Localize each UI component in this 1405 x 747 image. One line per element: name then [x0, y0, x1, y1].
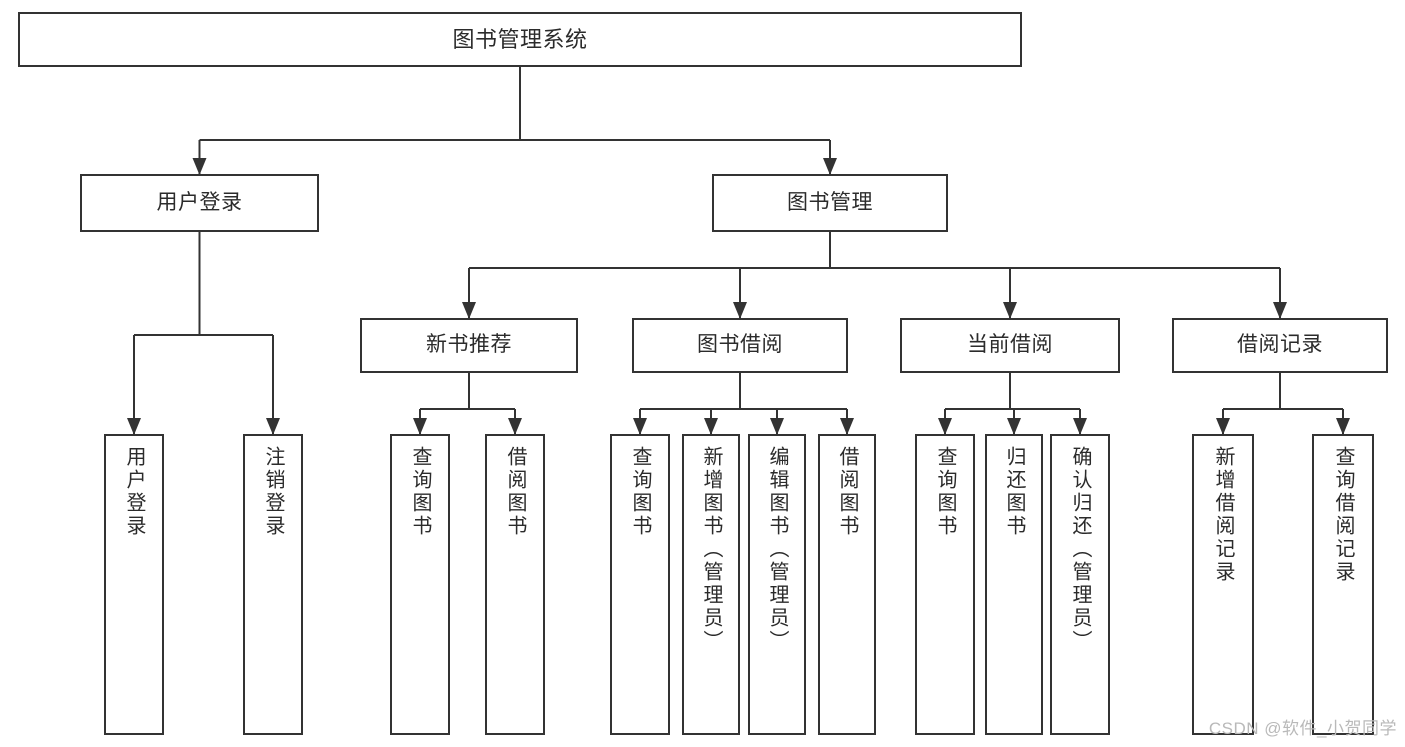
node-l3-c3[interactable]: 编辑图书（管理员）: [748, 434, 806, 735]
node-label: 借阅图书: [504, 446, 526, 538]
node-l3-e1[interactable]: 新增借阅记录: [1192, 434, 1254, 735]
node-label: 新书推荐: [426, 333, 512, 357]
node-label: 当前借阅: [967, 333, 1053, 357]
node-label: 借阅记录: [1237, 333, 1323, 357]
node-label: 确认归还（管理员）: [1069, 446, 1091, 653]
node-label: 图书借阅: [697, 333, 783, 357]
node-label: 新增借阅记录: [1212, 446, 1234, 584]
node-l3-c2[interactable]: 新增图书（管理员）: [682, 434, 740, 735]
node-label: 图书管理: [787, 190, 873, 214]
arrowhead-icon: [462, 302, 476, 319]
arrowhead-icon: [770, 418, 784, 435]
arrowhead-icon: [1073, 418, 1087, 435]
arrowhead-icon: [1216, 418, 1230, 435]
node-l3-e2[interactable]: 查询借阅记录: [1312, 434, 1374, 735]
arrowhead-icon: [633, 418, 647, 435]
node-l3-d1[interactable]: 查询图书: [915, 434, 975, 735]
arrowhead-icon: [192, 158, 207, 175]
arrowhead-icon: [508, 418, 522, 435]
node-l3-a2[interactable]: 注销登录: [243, 434, 303, 735]
node-label: 查询图书: [409, 446, 431, 538]
arrowhead-icon: [127, 418, 141, 435]
node-l3-b1[interactable]: 查询图书: [390, 434, 450, 735]
arrowhead-icon: [733, 302, 747, 319]
node-label: 借阅图书: [836, 446, 858, 538]
arrowhead-icon: [823, 158, 837, 175]
node-label: 图书管理系统: [452, 26, 588, 52]
node-l2-current[interactable]: 当前借阅: [900, 318, 1120, 373]
node-l2-newbook[interactable]: 新书推荐: [360, 318, 578, 373]
arrowhead-icon: [704, 418, 718, 435]
node-label: 用户登录: [123, 446, 145, 538]
node-label: 查询借阅记录: [1332, 446, 1354, 584]
arrowhead-icon: [840, 418, 854, 435]
node-l3-d2[interactable]: 归还图书: [985, 434, 1043, 735]
node-label: 编辑图书（管理员）: [766, 446, 788, 653]
node-l2-borrow[interactable]: 图书借阅: [632, 318, 848, 373]
node-label: 新增图书（管理员）: [700, 446, 722, 653]
node-l3-c4[interactable]: 借阅图书: [818, 434, 876, 735]
node-root[interactable]: 图书管理系统: [18, 12, 1022, 67]
node-l2-record[interactable]: 借阅记录: [1172, 318, 1388, 373]
node-l3-d3[interactable]: 确认归还（管理员）: [1050, 434, 1110, 735]
watermark-text: CSDN @软件_小贺同学: [1208, 719, 1397, 738]
node-label: 查询图书: [934, 446, 956, 538]
arrowhead-icon: [266, 418, 280, 435]
node-l3-c1[interactable]: 查询图书: [610, 434, 670, 735]
node-label: 注销登录: [262, 446, 284, 538]
node-l1-login[interactable]: 用户登录: [80, 174, 319, 232]
node-l3-a1[interactable]: 用户登录: [104, 434, 164, 735]
node-label: 查询图书: [629, 446, 651, 538]
node-l3-b2[interactable]: 借阅图书: [485, 434, 545, 735]
arrowhead-icon: [938, 418, 952, 435]
arrowhead-icon: [1336, 418, 1350, 435]
node-l1-bookmgmt[interactable]: 图书管理: [712, 174, 948, 232]
arrowhead-icon: [1273, 302, 1287, 319]
arrowhead-icon: [1003, 302, 1017, 319]
node-label: 用户登录: [156, 190, 243, 214]
arrowhead-icon: [413, 418, 427, 435]
arrowhead-icon: [1007, 418, 1021, 435]
node-label: 归还图书: [1003, 446, 1025, 538]
